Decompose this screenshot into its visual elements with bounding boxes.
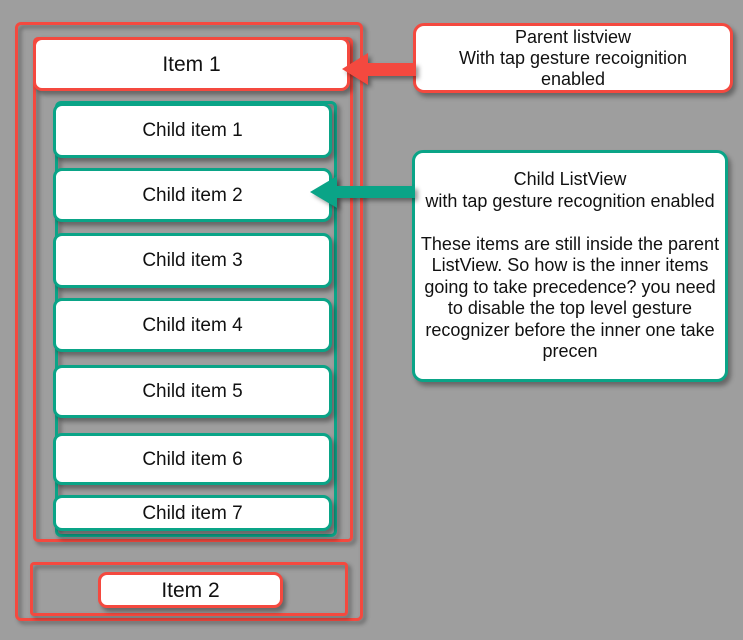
child-list-item[interactable]: Child item 4 bbox=[53, 298, 332, 352]
child-list-item-label: Child item 3 bbox=[142, 250, 243, 271]
child-list-item[interactable]: Child item 1 bbox=[53, 103, 332, 158]
child-list-item[interactable]: Child item 5 bbox=[53, 365, 332, 418]
child-list-item-label: Child item 5 bbox=[142, 381, 243, 402]
parent-item-2[interactable]: Item 2 bbox=[98, 572, 283, 608]
parent-item-2-frame bbox=[30, 562, 348, 616]
child-list-item-label: Child item 6 bbox=[142, 448, 243, 470]
parent-listview-callout: Parent listview With tap gesture recoign… bbox=[413, 23, 733, 93]
parent-listview-callout-text: Parent listview With tap gesture recoign… bbox=[458, 26, 688, 89]
child-list-item[interactable]: Child item 2 bbox=[53, 168, 332, 222]
parent-item-1[interactable]: Item 1 bbox=[33, 37, 350, 91]
parent-listview-frame bbox=[15, 22, 363, 621]
child-list-item-label: Child item 7 bbox=[142, 502, 243, 524]
child-listview-callout-text: Child ListView with tap gesture recognit… bbox=[420, 169, 720, 362]
child-list-item-label: Child item 1 bbox=[142, 120, 243, 141]
parent-item-1-label: Item 1 bbox=[162, 52, 221, 76]
child-list-item-label: Child item 4 bbox=[142, 314, 243, 336]
child-list-item[interactable]: Child item 3 bbox=[53, 233, 332, 288]
child-list-item[interactable]: Child item 6 bbox=[53, 433, 332, 485]
child-list-item[interactable]: Child item 7 bbox=[53, 495, 332, 531]
child-list-item-label: Child item 2 bbox=[142, 184, 243, 206]
parent-item-2-label: Item 2 bbox=[161, 578, 220, 602]
child-listview-callout: Child ListView with tap gesture recognit… bbox=[412, 150, 728, 382]
